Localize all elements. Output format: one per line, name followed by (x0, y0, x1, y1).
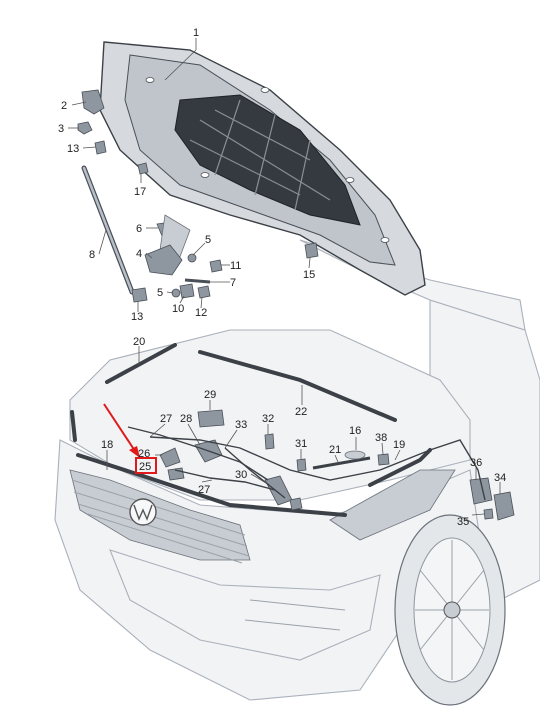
callout-label: 11 (230, 260, 241, 272)
callout-label: 32 (262, 413, 274, 425)
callout-label: 19 (393, 439, 405, 451)
callout-label: 36 (470, 457, 482, 469)
callout-label: 3 (58, 123, 64, 135)
leader-lines (68, 38, 501, 516)
callout-label: 13 (67, 143, 79, 155)
highlight-marker (103, 403, 157, 474)
callout-label: 15 (303, 269, 315, 281)
callout-label: 29 (204, 389, 216, 401)
callout-label: 17 (134, 186, 146, 198)
callout-label: 28 (180, 413, 192, 425)
vw-logo-icon (129, 498, 157, 526)
callout-label: 33 (235, 419, 247, 431)
front-wheel-icon (394, 514, 506, 706)
hood-hinge-parts (77, 89, 319, 303)
callout-label: 6 (136, 223, 142, 235)
callout-label: 26 (138, 448, 150, 460)
callout-label: 18 (101, 439, 113, 451)
callout-label: 21 (329, 444, 341, 456)
callout-label: 35 (457, 516, 469, 528)
callout-label: 5 (205, 234, 211, 246)
callout-label: 16 (349, 425, 361, 437)
callout-label: 5 (157, 287, 163, 299)
callout-label: 38 (375, 432, 387, 444)
callout-label: 1 (193, 27, 199, 39)
callout-label: 31 (295, 438, 307, 450)
engine-bay-parts (70, 343, 515, 521)
callout-label: 20 (133, 336, 145, 348)
callout-label: 30 (235, 469, 247, 481)
callout-label: 7 (230, 277, 236, 289)
callout-label: 8 (89, 249, 95, 261)
callout-label: 13 (131, 311, 143, 323)
callout-label: 22 (295, 406, 307, 418)
callout-label: 25 (139, 461, 151, 473)
callout-label: 10 (172, 303, 184, 315)
callout-label: 12 (195, 307, 207, 319)
callout-labels: 1 2 3 13 17 6 4 5 11 7 8 5 10 12 13 15 2… (58, 27, 506, 528)
callout-label: 2 (61, 100, 67, 112)
callout-label: 27 (160, 413, 172, 425)
hood (99, 41, 426, 296)
callout-label: 34 (494, 472, 506, 484)
callout-label: 27 (198, 484, 210, 496)
callout-label: 4 (136, 248, 142, 260)
